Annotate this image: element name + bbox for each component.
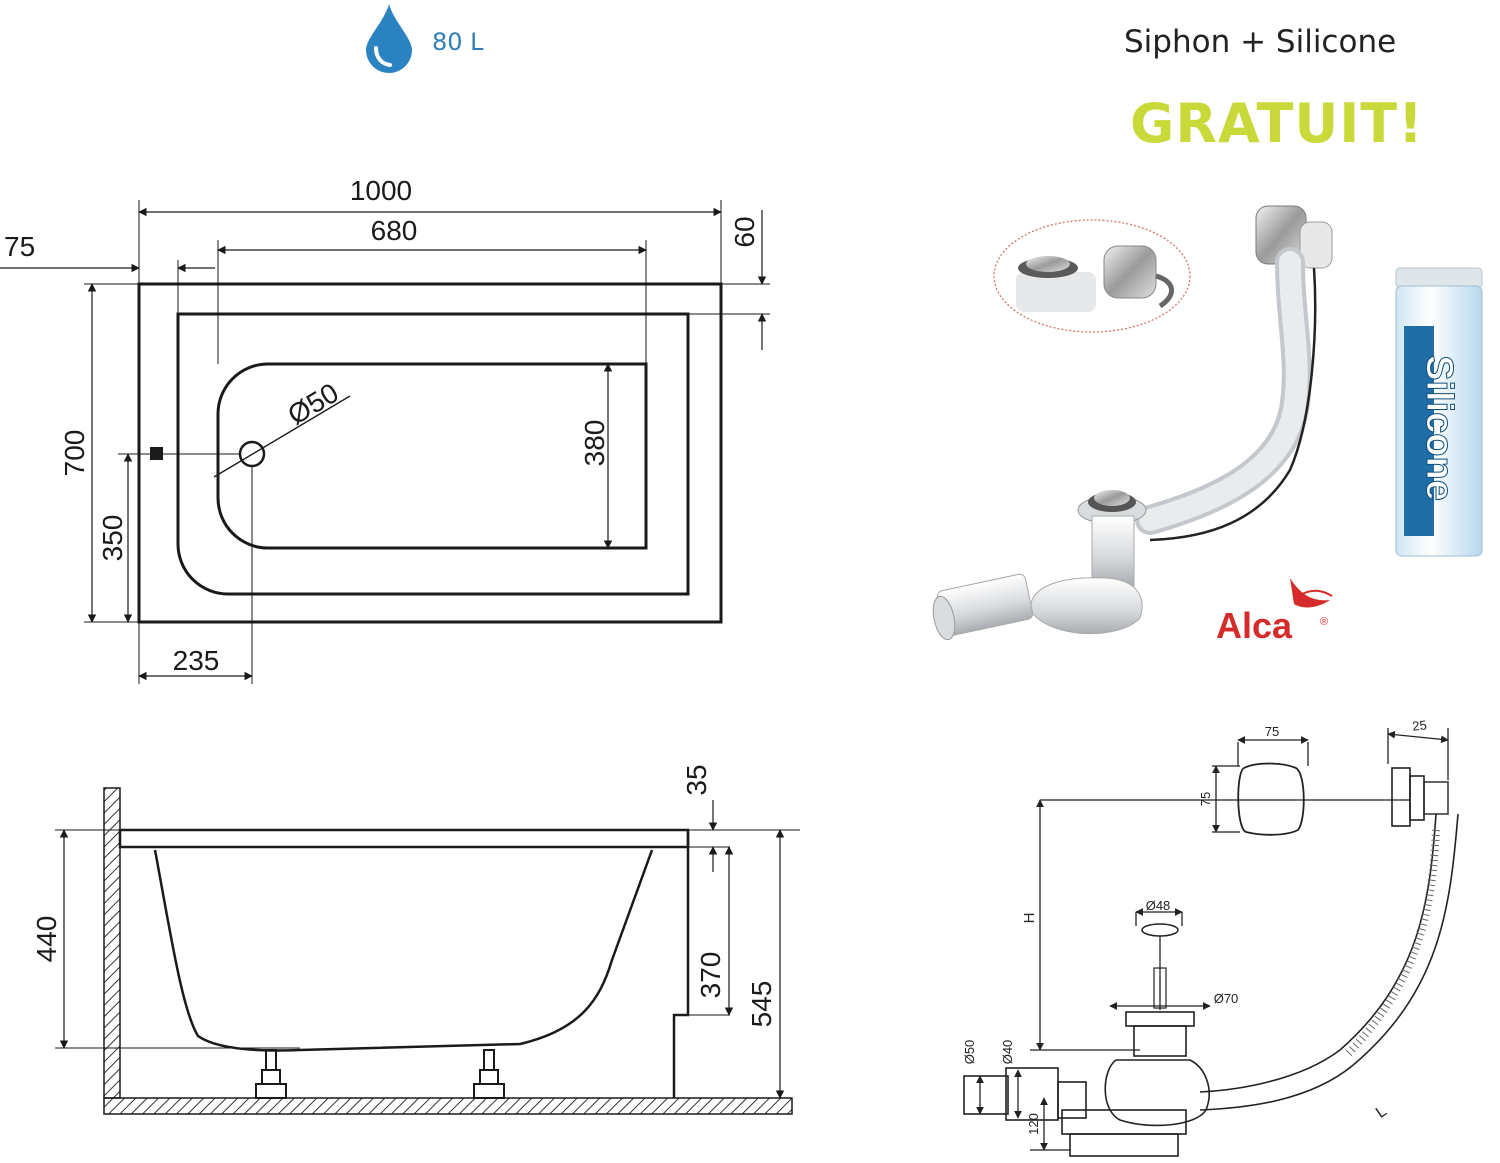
dim-drain-diameter: Ø70 — [1214, 991, 1239, 1006]
free-offer-label: GRATUIT! — [1130, 92, 1424, 155]
dim-outlet-inner: Ø40 — [1000, 1040, 1015, 1065]
bathtub-top-view-drawing: 1000 680 75 60 700 350 380 Ø50 235 — [0, 175, 770, 684]
dim-rim-thickness: 35 — [681, 764, 712, 795]
dim-cover-width: 75 — [1265, 724, 1279, 739]
dim-overall-length: 1000 — [350, 175, 412, 206]
dim-inner-length: 680 — [371, 215, 418, 246]
siphon-assembly — [932, 205, 1333, 641]
tube-label: Silicone — [1418, 355, 1460, 501]
brand-registered-mark: ® — [1320, 616, 1328, 628]
dim-inner-width: 380 — [579, 420, 610, 467]
siphon-technical-drawing: 75 75 25 H Ø48 Ø70 Ø50 Ø40 120 L — [962, 717, 1459, 1157]
floor-section — [103, 1097, 793, 1115]
dim-overflow-depth: 25 — [1412, 717, 1428, 733]
dim-rim-left: 75 — [4, 231, 35, 262]
dim-plug-diameter: Ø48 — [1146, 898, 1171, 913]
capacity-label: 80 L — [432, 28, 484, 56]
dim-apron-height: 370 — [695, 952, 726, 999]
dim-cover-height: 75 — [1198, 792, 1213, 806]
overflow-marker — [150, 447, 163, 460]
product-illustration: Alca ® Silicone — [932, 205, 1483, 646]
dim-drain-from-edge: 235 — [173, 645, 220, 676]
wall-section — [103, 787, 121, 1099]
bundle-title: Siphon + Silicone — [1124, 24, 1397, 60]
bathtub-side-view-drawing: 35 440 370 545 — [31, 764, 800, 1115]
silicone-tube: Silicone — [1395, 267, 1483, 557]
brand-name: Alca — [1216, 605, 1293, 646]
dim-trap-height: 120 — [1026, 1113, 1041, 1135]
dim-overall-width: 700 — [59, 430, 90, 477]
water-drop-icon — [366, 4, 412, 73]
dim-height-label: H — [1021, 913, 1038, 924]
alca-logo: Alca ® — [1216, 578, 1333, 646]
dim-total-height: 545 — [746, 981, 777, 1028]
dim-length-label: L — [1373, 1103, 1390, 1122]
dim-drain-offset: 350 — [97, 515, 128, 562]
dim-outlet-outer: Ø50 — [962, 1040, 977, 1065]
dim-basin-depth: 440 — [31, 916, 62, 963]
dim-drain-diameter: Ø50 — [282, 377, 343, 431]
plug-detail-inset — [993, 219, 1191, 333]
dim-rim-right: 60 — [729, 216, 760, 247]
